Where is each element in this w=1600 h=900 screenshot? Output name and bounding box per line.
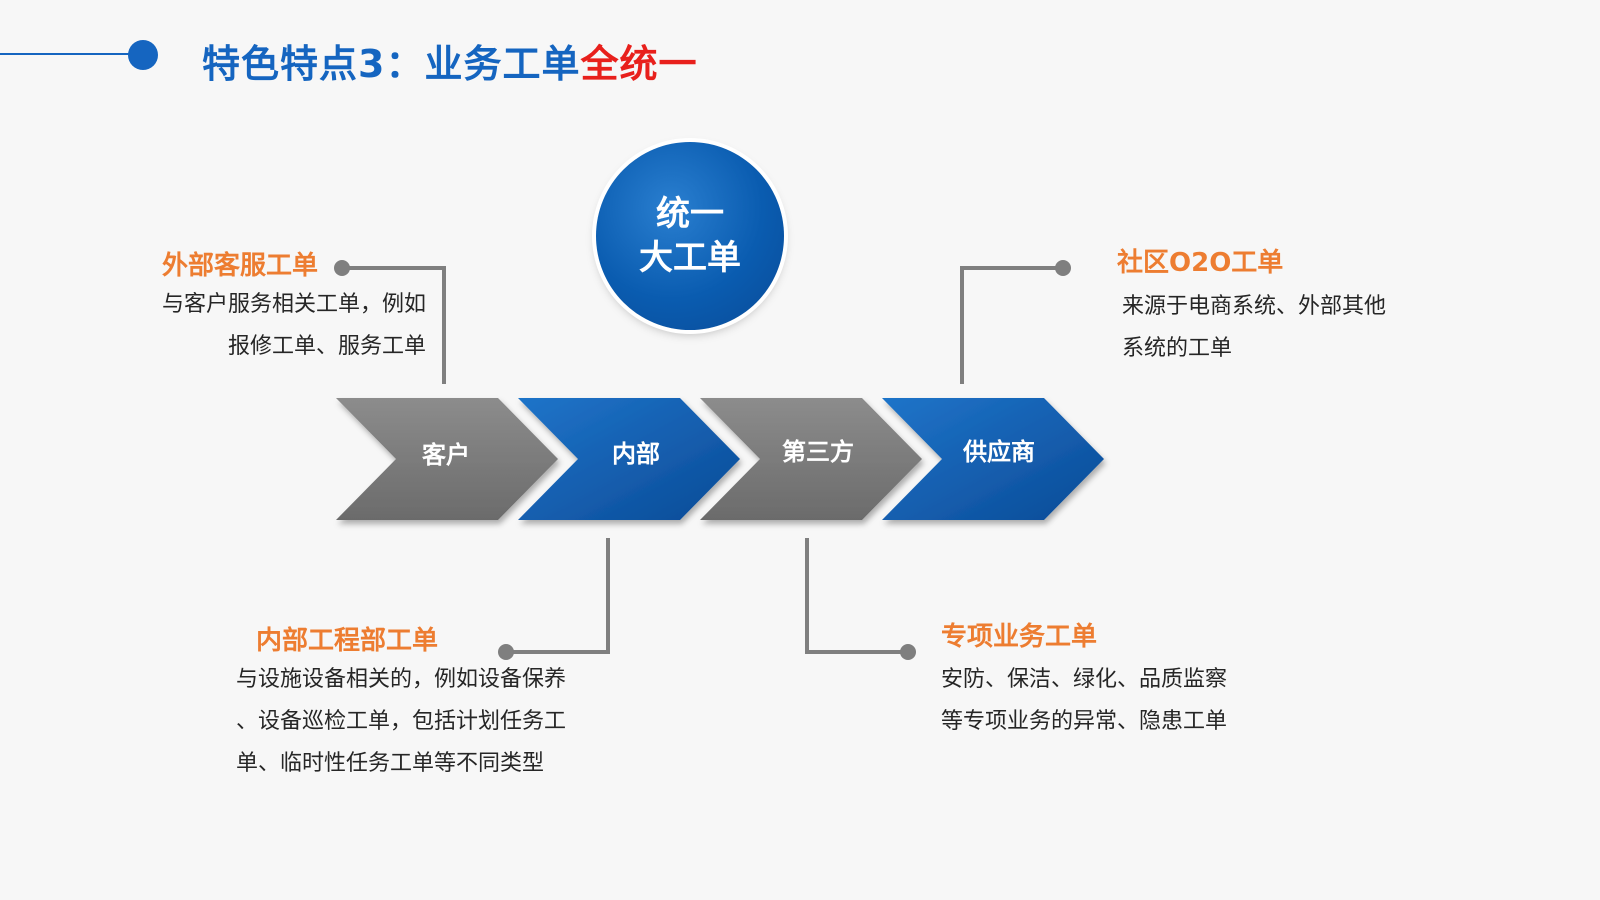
callout-title-internal: 内部工程部工单	[256, 626, 439, 656]
callout-desc-supplier: 来源于电商系统、外部其他 系统的工单	[1122, 286, 1386, 370]
chevron-label-customer: 客户	[422, 441, 470, 469]
page-title-prefix: 特色特点3：业务工单	[202, 42, 581, 86]
callout-desc-internal: 与设施设备相关的，例如设备保养 、设备巡检工单，包括计划任务工 单、临时性任务工…	[236, 659, 566, 785]
chevron-customer	[336, 398, 558, 520]
center-circle: 统一 大工单	[596, 142, 784, 330]
chevron-third-party	[700, 398, 922, 520]
title-accent-line	[0, 53, 135, 55]
chevron-label-internal: 内部	[612, 440, 660, 468]
chevron-label-third-party: 第三方	[782, 438, 854, 466]
callout-desc-supplier-line: 来源于电商系统、外部其他	[1122, 294, 1387, 319]
callout-desc-customer-line: 与客户服务相关工单，例如	[161, 292, 426, 317]
callout-desc-customer: 与客户服务相关工单，例如 报修工单、服务工单	[162, 284, 426, 368]
connector-internal	[506, 538, 610, 654]
connector-dot-customer	[334, 260, 350, 276]
callout-desc-third-party: 安防、保洁、绿化、品质监察 等专项业务的异常、隐患工单	[941, 659, 1227, 743]
connector-dot-third-party	[900, 644, 916, 660]
page-title-highlight: 全统一	[580, 42, 698, 86]
callout-title-customer: 外部客服工单	[162, 251, 319, 281]
chevron-label-supplier: 供应商	[963, 438, 1035, 466]
chevron-internal	[518, 398, 740, 520]
connector-dot-internal	[498, 644, 514, 660]
center-circle-line2: 大工单	[639, 238, 741, 278]
center-circle-line1: 统一	[656, 194, 724, 234]
connector-third-party	[805, 538, 908, 654]
callout-title-supplier: 社区O2O工单	[1117, 248, 1284, 278]
callout-desc-third-party-line: 等专项业务的异常、隐患工单	[941, 709, 1228, 734]
connector-supplier	[960, 266, 1063, 384]
callout-desc-internal-line: 与设施设备相关的，例如设备保养	[236, 667, 567, 692]
connector-dot-supplier	[1055, 260, 1071, 276]
page-title: 特色特点3：业务工单全统一	[202, 33, 697, 88]
callout-desc-third-party-line: 安防、保洁、绿化、品质监察	[941, 667, 1228, 692]
callout-desc-internal-line: 、设备巡检工单，包括计划任务工	[236, 709, 567, 734]
connector-customer	[342, 266, 446, 384]
callout-title-third-party: 专项业务工单	[941, 622, 1098, 652]
callout-desc-customer-line: 报修工单、服务工单	[227, 334, 426, 359]
title-accent-dot	[128, 40, 158, 70]
chevron-supplier	[882, 398, 1104, 520]
callout-desc-internal-line: 单、临时性任务工单等不同类型	[236, 751, 545, 776]
callout-desc-supplier-line: 系统的工单	[1122, 336, 1233, 361]
